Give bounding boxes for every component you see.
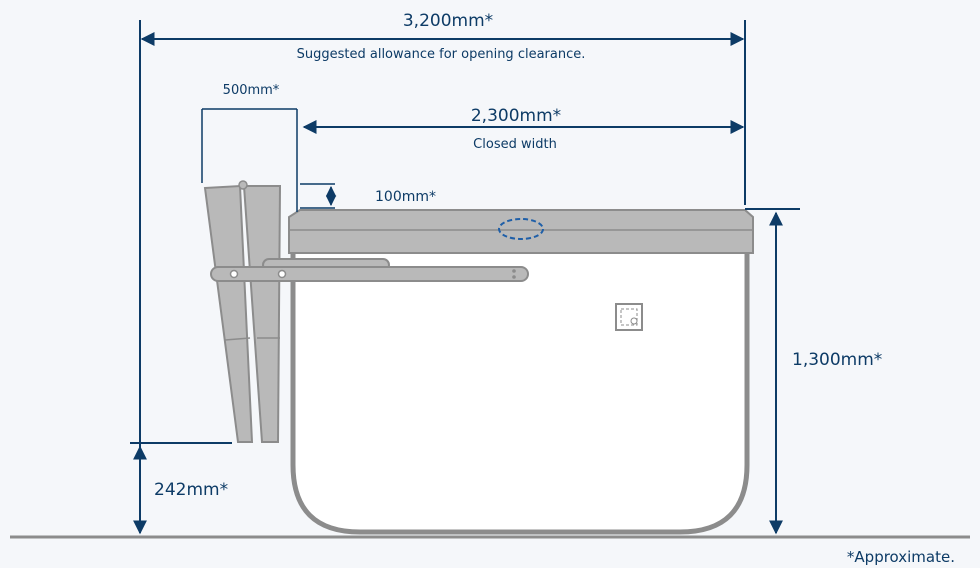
dimension-lid-fold: 500mm* [201,83,298,212]
dimension-overall-width: 3,200mm* Suggested allowance for opening… [139,11,746,530]
closed-width-caption: Closed width [473,137,557,152]
lid-thickness-value: 100mm* [375,189,436,205]
ground-clearance-value: 242mm* [154,480,228,500]
height-value: 1,300mm* [792,350,882,370]
dimension-closed-width: 2,300mm* Closed width [302,106,745,152]
spa-lid [288,209,754,254]
folded-cover [203,180,282,443]
dimension-lid-thickness: 100mm* [300,183,436,209]
hinge-pin-icon [238,180,248,190]
control-panel-icon [615,303,643,331]
dimension-ground-clearance: 242mm* [130,442,232,535]
closed-width-value: 2,300mm* [471,106,561,126]
overall-width-caption: Suggested allowance for opening clearanc… [297,47,586,62]
footnote: *Approximate. [847,548,955,566]
cover-lifter-arm [210,258,529,282]
lid-handle-icon [498,218,544,240]
lid-fold-value: 500mm* [223,83,280,98]
dimension-height: 1,300mm* [745,208,882,535]
overall-width-value: 3,200mm* [403,11,493,31]
spa-tub [288,209,754,535]
